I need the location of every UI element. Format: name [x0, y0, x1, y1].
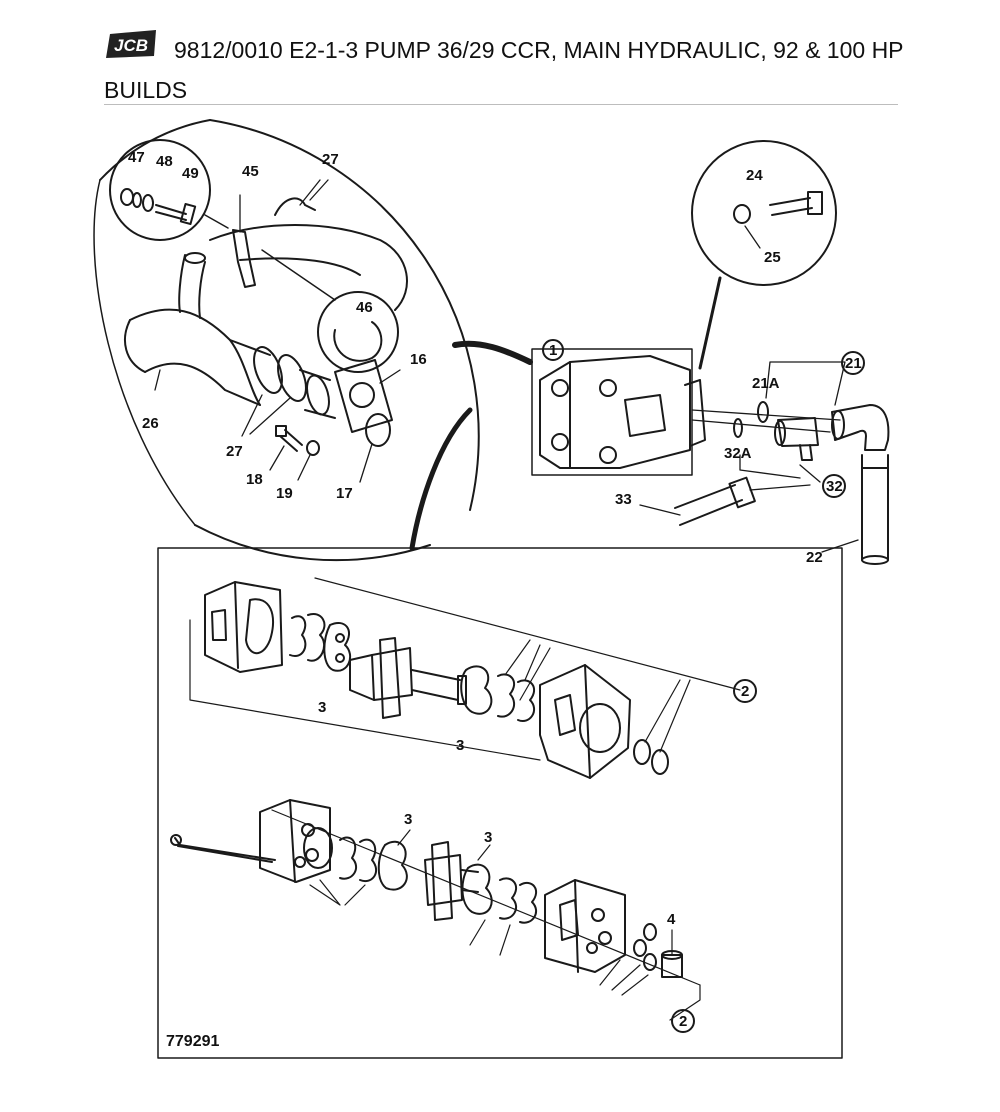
callout-2-bottom: 2: [679, 1013, 687, 1030]
callout-19: 19: [276, 485, 293, 502]
callout-3-a: 3: [318, 699, 326, 716]
callout-3-b: 3: [456, 737, 464, 754]
callout-4: 4: [667, 911, 676, 928]
callout-21A: 21A: [752, 375, 780, 392]
callout-48: 48: [156, 153, 173, 170]
callout-26: 26: [142, 415, 159, 432]
svg-text:JCB: JCB: [114, 36, 148, 55]
exploded-view-frame: [157, 547, 843, 1059]
callout-47: 47: [128, 149, 145, 166]
callout-46: 46: [356, 299, 373, 316]
main-pump-assembly: [531, 140, 890, 565]
callout-25: 25: [764, 249, 781, 266]
callout-27-top: 27: [322, 151, 339, 168]
callout-45: 45: [242, 163, 259, 180]
page-title: 9812/0010 E2-1-3 PUMP 36/29 CCR, MAIN HY…: [104, 37, 904, 103]
callout-circle-32: [822, 474, 846, 498]
hose-elbow: [124, 224, 408, 406]
callout-24: 24: [746, 167, 763, 184]
callout-32A: 32A: [724, 445, 752, 462]
callout-2-top: 2: [741, 683, 749, 700]
bracket: [232, 229, 256, 288]
callout-17: 17: [336, 485, 353, 502]
jcb-logo: JCB: [106, 30, 156, 58]
callout-22: 22: [806, 549, 823, 566]
callout-circle-2-bottom: [671, 1009, 695, 1033]
callout-labels: 47 48 49 45 27 46 16 26 27 18 19 17 24 2…: [128, 149, 862, 1050]
callout-circle-21: [841, 351, 865, 375]
title-divider: [104, 104, 898, 105]
callout-3-c: 3: [404, 811, 412, 828]
bolt-47-48-49: [120, 188, 197, 225]
bolt-detail-circle-2: [691, 140, 837, 286]
callout-16: 16: [410, 351, 427, 368]
callout-49: 49: [182, 165, 199, 182]
flange: [334, 359, 393, 433]
callout-3-d: 3: [484, 829, 492, 846]
callout-circle-1: [542, 339, 564, 361]
callout-32: 32: [826, 478, 843, 495]
callout-circle-2-top: [733, 679, 757, 703]
pipe-detail-circle: [93, 119, 533, 562]
clamp-detail-circle: [317, 291, 399, 373]
drawing-reference-number: 779291: [166, 1033, 219, 1050]
o-ring: [365, 413, 391, 447]
callout-27-bottom: 27: [226, 443, 243, 460]
callout-33: 33: [615, 491, 632, 508]
callout-21: 21: [845, 355, 862, 372]
o-ring-large: [303, 827, 333, 869]
bolt-detail-circle: [109, 139, 211, 241]
exploded-view: [157, 547, 843, 1059]
callout-1: 1: [549, 342, 557, 359]
callout-18: 18: [246, 471, 263, 488]
